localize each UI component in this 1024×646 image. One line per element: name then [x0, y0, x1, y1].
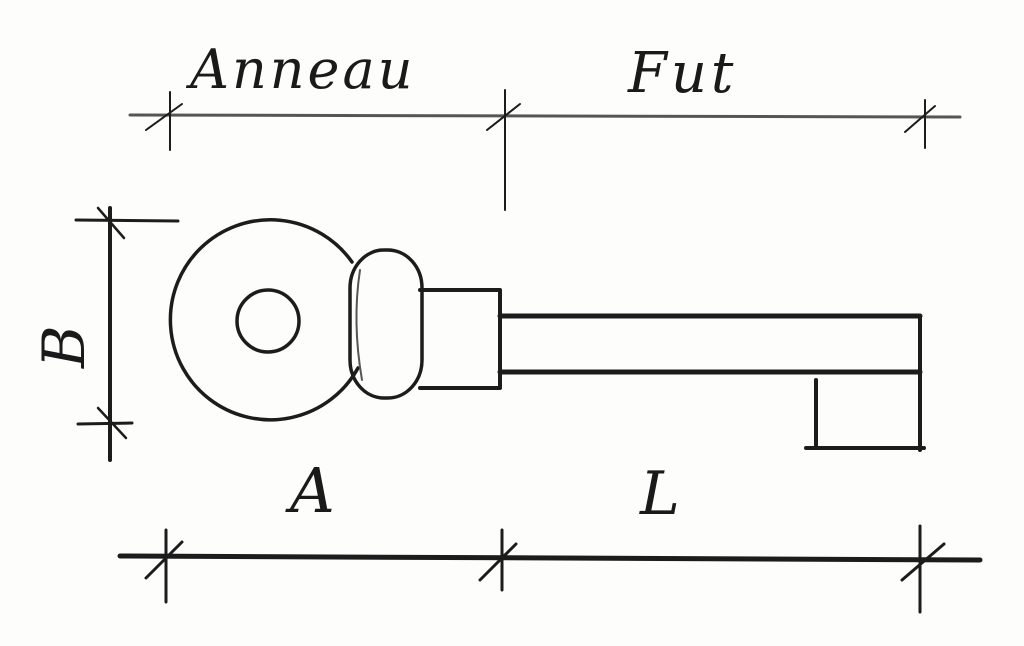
label-fut: Fut — [627, 41, 737, 106]
ring-outer-circle — [168, 218, 360, 422]
key-neck — [418, 288, 502, 390]
label-a: A — [285, 454, 335, 527]
key-collar — [348, 248, 424, 400]
ring-inner-hole — [235, 288, 301, 354]
bottom-dimension-line — [117, 524, 983, 614]
top-dimension-line — [128, 89, 962, 211]
label-anneau: Anneau — [185, 38, 415, 101]
label-b: B — [30, 325, 98, 369]
label-l: L — [639, 459, 680, 529]
key-drawing — [168, 218, 926, 452]
height-dimension-line — [74, 206, 180, 462]
